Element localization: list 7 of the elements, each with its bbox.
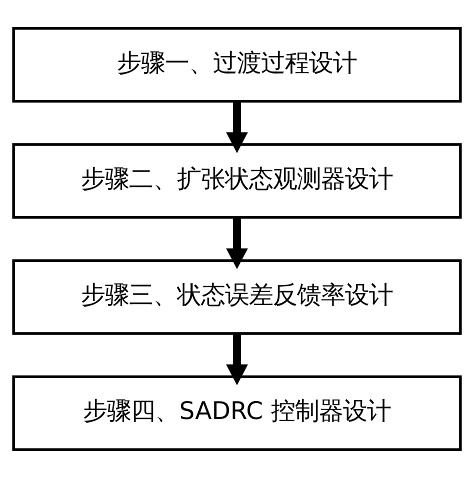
arrow: [226, 334, 248, 386]
arrow: [226, 101, 248, 154]
node-box: 步骤三、状态误差反馈率设计: [12, 259, 462, 335]
node-box: 步骤四、SADRC 控制器设计: [12, 375, 462, 451]
arrow: [226, 218, 248, 270]
node-box: 步骤一、过渡过程设计: [12, 27, 462, 103]
node-box: 步骤二、扩张状态观测器设计: [12, 143, 462, 219]
